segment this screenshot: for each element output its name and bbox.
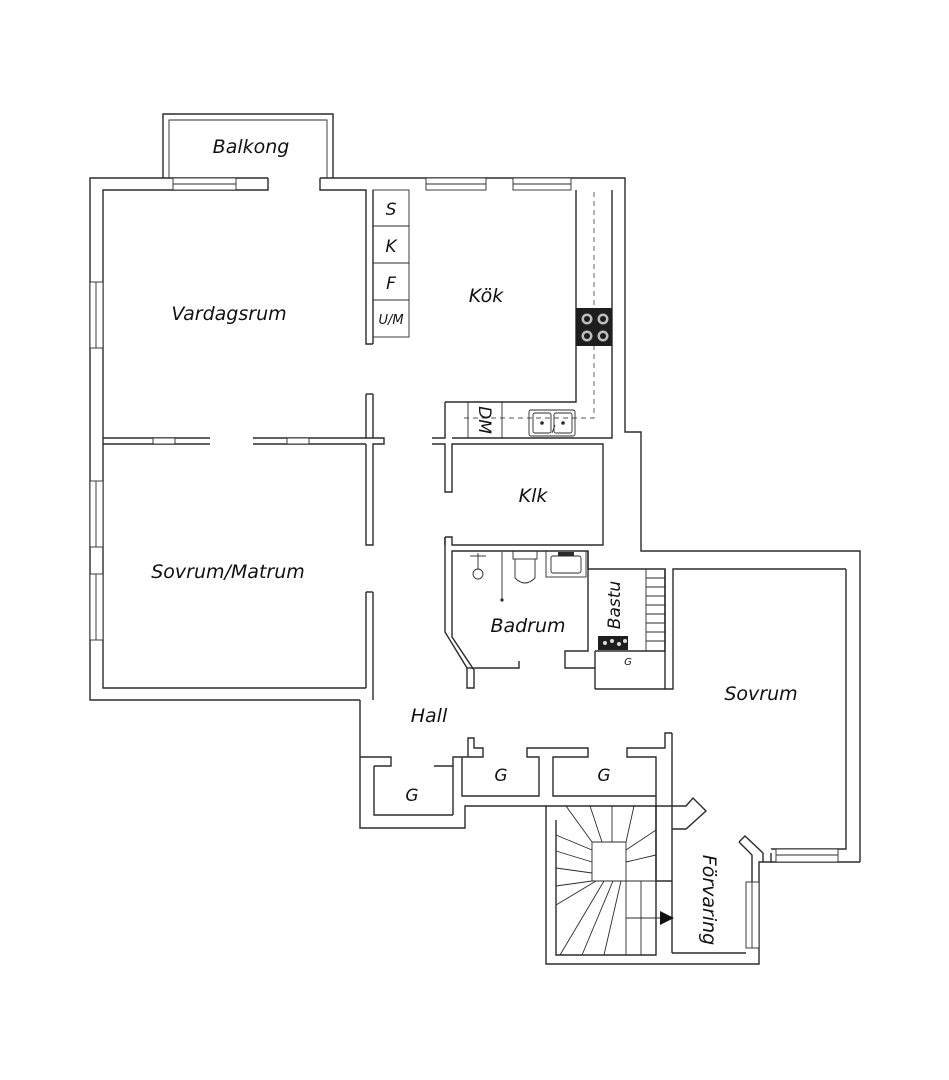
label-badrum: Badrum	[490, 615, 565, 637]
closet-labels: G G G G	[405, 657, 632, 806]
shower-icon	[470, 552, 504, 602]
windows	[89, 177, 839, 949]
label-unit-dm: DM	[474, 406, 494, 434]
window-west-3	[89, 573, 104, 641]
window-sovrum	[775, 848, 839, 863]
stair-arrow-icon	[660, 911, 674, 925]
toilet-icon	[512, 550, 538, 584]
label-closet-4: G	[624, 657, 632, 668]
window-balcony	[172, 177, 237, 191]
sauna-heater-icon	[598, 636, 628, 650]
window-kitchen-2	[512, 177, 572, 191]
window-kitchen-1	[425, 177, 487, 191]
label-sovrum-matrum: Sovrum/Matrum	[151, 561, 305, 583]
window-forvaring	[745, 881, 760, 949]
staircase	[555, 805, 674, 956]
sink-icon	[528, 409, 576, 437]
label-kok: Kök	[469, 285, 504, 307]
sauna-bench	[645, 569, 665, 651]
kitchen-fixtures	[372, 189, 612, 439]
label-closet-1: G	[405, 786, 418, 806]
kitchen-unit-labels: S K F U/M DM	[378, 200, 494, 434]
label-balkong: Balkong	[213, 136, 290, 158]
sauna-fixtures	[598, 569, 665, 651]
label-unit-k: K	[385, 237, 398, 257]
stove-icon	[576, 308, 612, 346]
label-sovrum: Sovrum	[724, 683, 797, 705]
label-unit-s: S	[386, 200, 397, 220]
label-closet-3: G	[597, 766, 610, 786]
label-klk: Klk	[519, 485, 549, 507]
label-hall: Hall	[411, 705, 448, 727]
bathroom-fixtures	[470, 550, 587, 602]
label-forvaring: Förvaring	[698, 855, 720, 945]
label-closet-2: G	[494, 766, 507, 786]
balcony	[162, 113, 334, 178]
label-bastu: Bastu	[605, 581, 625, 630]
window-west-2	[89, 480, 104, 548]
washbasin-icon	[545, 550, 587, 578]
label-unit-um: U/M	[378, 313, 403, 328]
window-west-1	[89, 281, 104, 349]
label-vardagsrum: Vardagsrum	[171, 303, 286, 325]
label-unit-f: F	[386, 274, 396, 294]
room-labels: Balkong Vardagsrum Kök Klk Sovrum/Matrum…	[151, 136, 797, 945]
